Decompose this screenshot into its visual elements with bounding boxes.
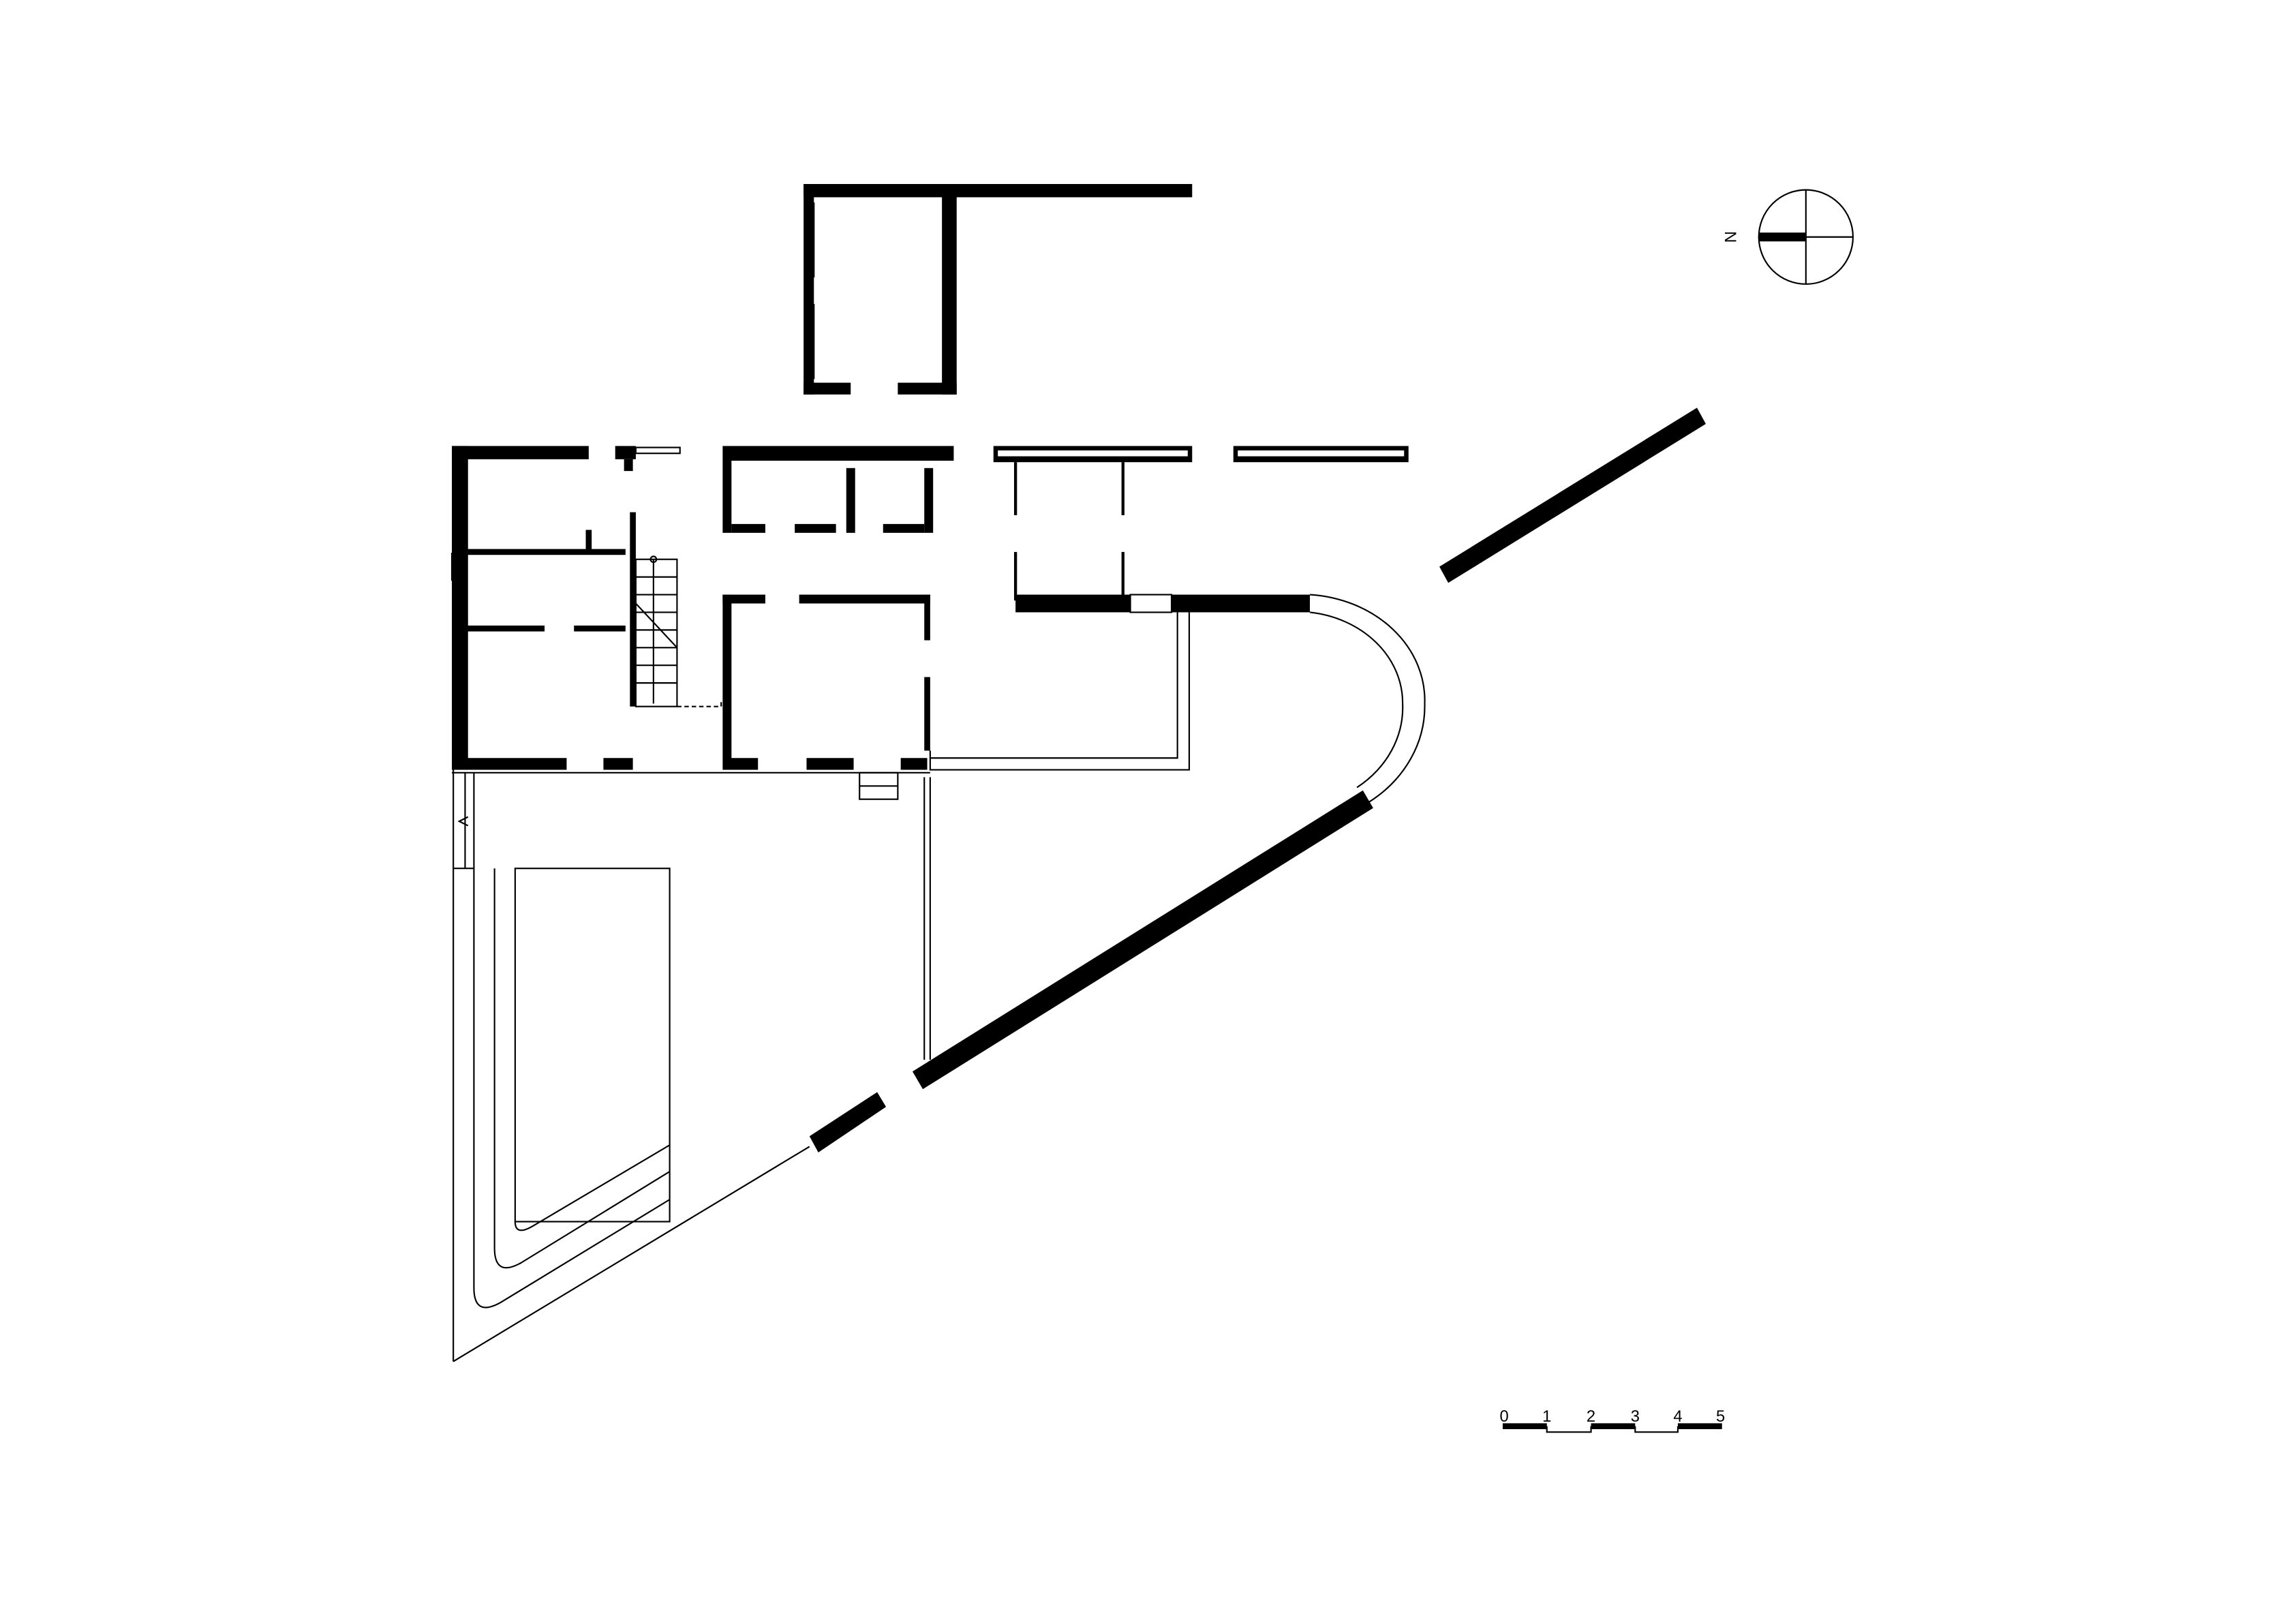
north-arrow-icon: N <box>1721 189 1854 285</box>
scale-bar: 0 1 2 3 4 5 <box>1500 1407 1725 1433</box>
scale-label-1: 1 <box>1542 1407 1551 1426</box>
staircase <box>634 555 722 707</box>
scale-label-2: 2 <box>1587 1407 1595 1426</box>
diagonal-walls <box>453 408 1706 1362</box>
north-annex <box>803 184 1193 395</box>
scale-label-5: 5 <box>1716 1407 1725 1426</box>
east-pergola <box>929 446 1426 803</box>
main-house <box>450 446 930 774</box>
scale-label-3: 3 <box>1631 1407 1640 1426</box>
scale-label-0: 0 <box>1500 1407 1509 1426</box>
pool <box>453 868 671 1309</box>
middle-block <box>722 446 954 800</box>
north-label: N <box>1721 231 1739 243</box>
scale-label-4: 4 <box>1673 1407 1682 1426</box>
